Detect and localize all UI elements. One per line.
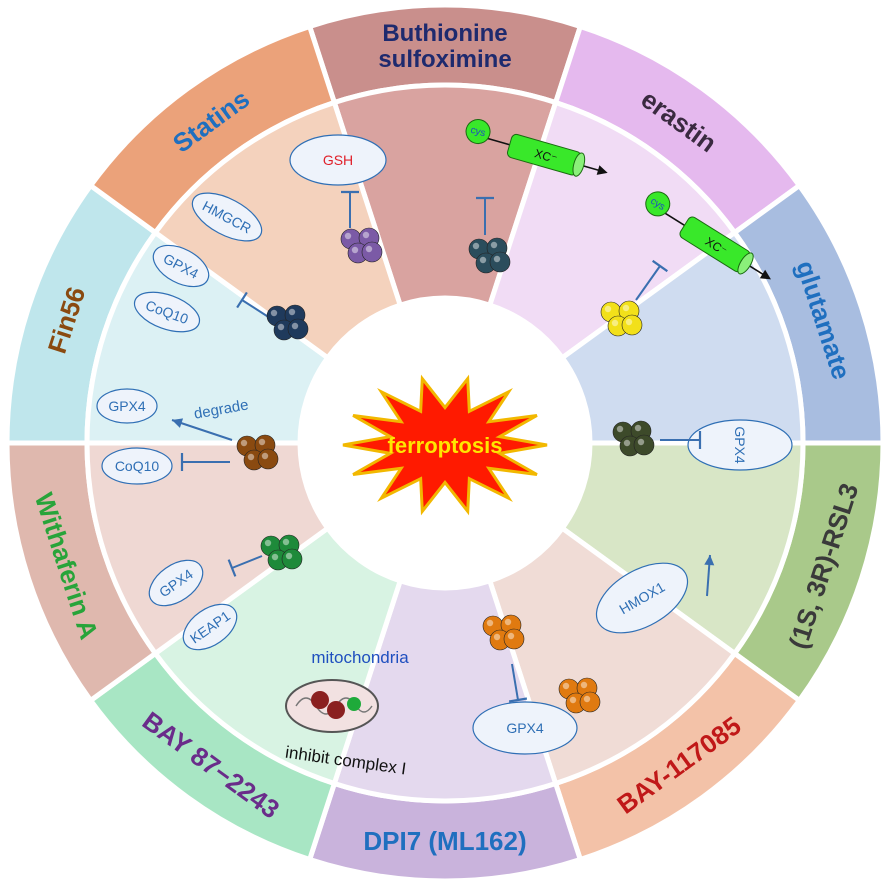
svg-text:GPX4: GPX4 <box>732 426 748 464</box>
inhibit-bar <box>660 431 702 449</box>
drug-name-line-0: DPI7 (ML162) <box>363 826 526 856</box>
fin56-molecule-icon <box>236 434 279 471</box>
coq10-target: CoQ10 <box>133 291 201 333</box>
drug-name-line-1: sulfoximine <box>378 46 511 73</box>
dpi7-molecule-icon-side <box>558 677 601 714</box>
segment-content-erastin: XC⁻ cys <box>465 119 608 274</box>
svg-text:GPX4: GPX4 <box>506 720 544 736</box>
mitochondria-label: mitochondria <box>311 648 409 667</box>
inhibit-bar <box>236 291 271 319</box>
mitochondria-icon <box>285 679 379 733</box>
drug-label-dpi7-ml162: DPI7 (ML162) <box>363 826 526 856</box>
svg-text:GPX4: GPX4 <box>108 398 146 414</box>
inhibit-bar <box>227 555 263 577</box>
degrade-arrow <box>171 418 233 441</box>
gpx4-target: GPX4 <box>472 701 578 755</box>
ferroptosis-burst-icon <box>342 374 548 516</box>
bso-molecule-icon <box>340 227 383 264</box>
glutamate-molecule-icon <box>600 300 643 337</box>
sector-inner-1s-3r-rsl3 <box>558 440 806 657</box>
statins-molecule-icon <box>266 304 309 341</box>
drug-name-line-0: Buthionine <box>382 20 507 47</box>
gpx4-target: GPX4 <box>96 388 158 424</box>
withaferin-molecule-icon <box>260 534 303 571</box>
sector-inner-withaferin-a <box>84 440 332 657</box>
dpi7-molecule-icon-top <box>482 614 525 651</box>
segment-content-buthionine-sulfoximine: GSH <box>289 134 387 264</box>
xc-transporter-label: XC⁻ <box>533 146 559 166</box>
svg-text:CoQ10: CoQ10 <box>115 458 160 474</box>
gpx4-target: GPX4 <box>148 559 204 607</box>
coq10-target: CoQ10 <box>101 447 173 485</box>
gsh-target: GSH <box>289 134 387 186</box>
erastin-molecule-icon <box>468 237 511 274</box>
svg-text:GSH: GSH <box>323 152 353 168</box>
inhibit-bar <box>180 453 230 471</box>
inhibit-bar <box>508 663 528 703</box>
inhibit-bar <box>476 196 494 235</box>
sector-inner-fin56 <box>84 229 332 446</box>
segment-content-glutamate: XC⁻cys <box>600 191 771 337</box>
segment-content-bay-117085: HMOX1 <box>595 554 715 634</box>
segment-content-dpi7-ml162: GPX4 <box>472 614 601 755</box>
sector-inner-glutamate <box>558 229 806 446</box>
gpx4-target: GPX4 <box>687 419 793 471</box>
center-label: ferroptosis <box>388 433 503 458</box>
system-xc-transporter: XC⁻cys <box>645 191 771 280</box>
cys-label: cys <box>469 125 486 140</box>
gpx4-target: GPX4 <box>152 244 210 288</box>
hmox1-target: HMOX1 <box>595 562 689 634</box>
activate-arrow <box>704 554 715 597</box>
segment-content-1s-3r-rsl3: GPX4 <box>612 419 793 471</box>
inhibit-bar <box>635 259 668 301</box>
center-group: ferroptosis <box>302 300 588 586</box>
rsl3-molecule-icon <box>612 420 655 457</box>
inhibit-bar <box>341 190 359 228</box>
system-xc-transporter: XC⁻ cys <box>465 119 608 177</box>
